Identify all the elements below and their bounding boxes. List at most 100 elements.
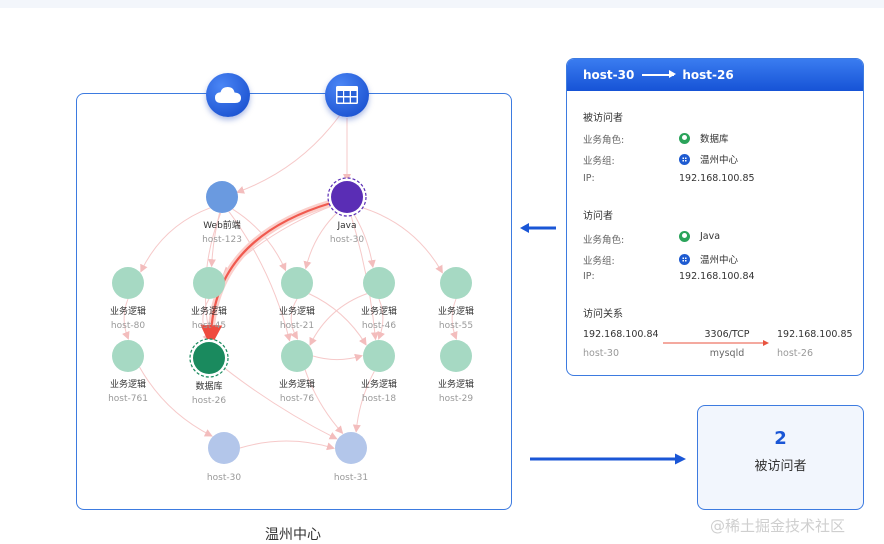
visitor-ip-value: 192.168.100.84: [679, 271, 755, 282]
node-host: host-761: [108, 394, 148, 404]
node-name: Web前端: [203, 221, 241, 231]
node-label: host-30: [179, 470, 269, 484]
graph-node-b761[interactable]: [112, 340, 144, 372]
node-host: host-29: [438, 394, 474, 404]
node-label: Web前端 host-123: [177, 221, 267, 246]
visited-role-value: 数据库: [679, 131, 729, 145]
visited-section-title: 被访问者: [583, 113, 623, 124]
graph-edge: [228, 211, 292, 342]
visitor-group-value: 温州中心: [679, 252, 738, 266]
header-from-host: host-30: [583, 68, 635, 82]
graph-node-h31[interactable]: [335, 432, 367, 464]
node-name: 业务逻辑: [437, 380, 474, 390]
graph-edge: [222, 366, 338, 440]
visitor-ip-label: IP:: [583, 271, 595, 282]
node-host: host-18: [361, 394, 397, 404]
visited-count-value: 2: [774, 428, 787, 449]
visited-group-value: 温州中心: [679, 152, 738, 166]
graph-node-h30[interactable]: [208, 432, 240, 464]
relation-section-title: 访问关系: [583, 309, 623, 320]
highlight-edge[interactable]: [200, 201, 332, 347]
visitor-role-label: 业务角色:: [583, 235, 625, 246]
graph-node-b21[interactable]: [281, 267, 313, 299]
relation-dst-ip: 192.168.100.85: [777, 329, 853, 340]
node-name: 业务逻辑: [109, 307, 146, 317]
node-host: host-55: [438, 321, 474, 331]
node-host: host-21: [279, 321, 315, 331]
graph-node-web[interactable]: [206, 181, 238, 213]
graph-node-b80[interactable]: [112, 267, 144, 299]
node-host: host-26: [191, 396, 227, 406]
node-host: host-45: [191, 321, 227, 331]
node-name: 业务逻辑: [437, 307, 474, 317]
visited-ip-label: IP:: [583, 173, 595, 184]
connection-detail-card: host-30 host-26 被访问者 业务角色: 数据库 业务组: 温州中心…: [566, 58, 864, 376]
cloud-icon[interactable]: [206, 73, 250, 117]
graph-edge: [377, 298, 385, 340]
graph-node-java[interactable]: [331, 181, 363, 213]
graph-edge: [207, 212, 221, 268]
visited-group-label: 业务组:: [583, 156, 615, 167]
graph-edge: [352, 371, 375, 433]
watermark: @稀土掘金技术社区: [710, 517, 846, 535]
graph-edge: [309, 293, 368, 346]
visitor-role-value: Java: [679, 231, 720, 242]
arrow-right-long-icon: [530, 453, 686, 465]
graph-node-b46[interactable]: [363, 267, 395, 299]
graph-node-b76[interactable]: [281, 340, 313, 372]
relation-src-host: host-30: [583, 348, 620, 359]
arrow-left-icon: [520, 223, 556, 233]
visitor-group-text: 温州中心: [700, 255, 739, 266]
graph-edge: [308, 293, 367, 346]
graph-edge: [352, 211, 376, 269]
node-label: 业务逻辑 host-55: [411, 307, 501, 332]
node-name: 业务逻辑: [190, 307, 227, 317]
role-icon: [679, 132, 690, 144]
graph-node-b29[interactable]: [440, 340, 472, 372]
graph-node-b45[interactable]: [193, 267, 225, 299]
graph-edge: [122, 298, 130, 340]
graph-edge: [236, 114, 341, 194]
relation-service: mysqld: [709, 348, 745, 359]
graph-edge: [303, 210, 340, 270]
node-name: 数据库: [195, 382, 223, 392]
node-name: 业务逻辑: [278, 307, 315, 317]
node-name: 业务逻辑: [109, 380, 146, 390]
graph-node-b18[interactable]: [363, 340, 395, 372]
graph-edge: [139, 366, 213, 437]
visited-group-text: 温州中心: [700, 155, 739, 166]
node-label: 业务逻辑 host-761: [83, 380, 173, 405]
visitor-section-title: 访问者: [583, 211, 613, 222]
cloud-glyph: [215, 87, 241, 103]
visited-count-label: 被访问者: [754, 459, 807, 474]
node-name: 业务逻辑: [278, 380, 315, 390]
node-host: host-76: [279, 394, 315, 404]
visited-count-box[interactable]: 2 被访问者: [697, 405, 864, 510]
node-label: 业务逻辑 host-45: [164, 307, 254, 332]
relation-src-ip: 192.168.100.84: [583, 329, 659, 340]
graph-edge: [304, 369, 344, 434]
visited-role-label: 业务角色:: [583, 135, 625, 146]
node-name: 业务逻辑: [360, 307, 397, 317]
graph-edge: [450, 298, 458, 340]
header-to-host: host-26: [682, 68, 734, 82]
node-host: host-123: [202, 235, 242, 245]
node-name: Java: [337, 221, 357, 231]
visited-ip-value: 192.168.100.85: [679, 173, 755, 184]
graph-node-db[interactable]: [193, 342, 225, 374]
visitor-role-text: Java: [700, 231, 721, 242]
graph-edge: [239, 440, 335, 451]
graph-edge: [140, 207, 211, 273]
node-host: host-46: [361, 321, 397, 331]
group-icon: [679, 253, 690, 265]
node-label: 业务逻辑 host-29: [411, 380, 501, 405]
role-icon: [679, 231, 690, 242]
group-icon: [679, 153, 690, 165]
table-glyph: [336, 86, 358, 104]
table-icon[interactable]: [325, 73, 369, 117]
graph-node-b55[interactable]: [440, 267, 472, 299]
relation-port: 3306/TCP: [704, 329, 750, 340]
